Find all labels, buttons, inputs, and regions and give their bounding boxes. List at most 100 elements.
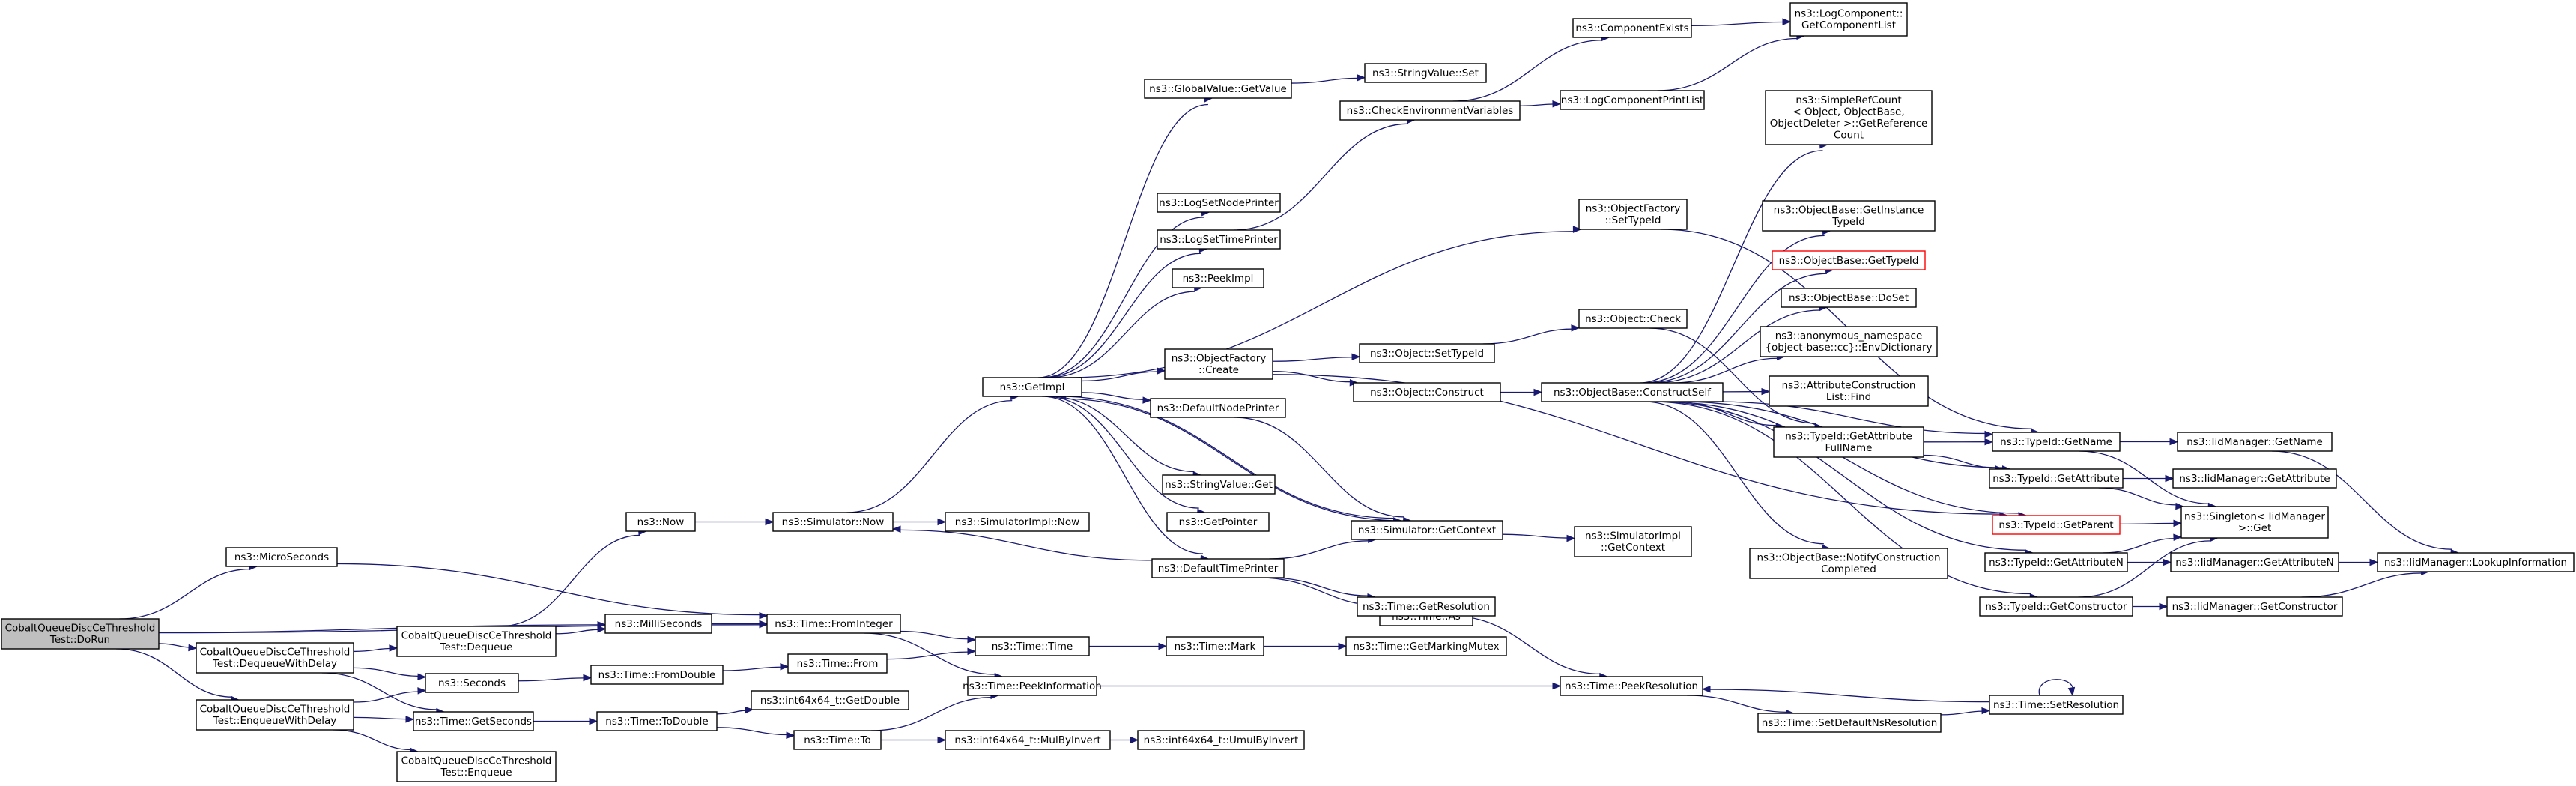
node-box xyxy=(1772,250,1926,270)
node-milliSeconds[interactable]: ns3::MilliSeconds xyxy=(604,614,712,634)
node-checkEnvVars[interactable]: ns3::CheckEnvironmentVariables xyxy=(1339,100,1521,121)
node-setResolution[interactable]: ns3::Time::SetResolution xyxy=(1989,695,2124,715)
node-objectFactoryCreate[interactable]: ns3::ObjectFactory::Create xyxy=(1164,348,1273,380)
edge-setResolution-to-setResolution xyxy=(2038,679,2076,697)
node-label: ::GetContext xyxy=(1601,542,1665,554)
node-setDefaultNsResolution[interactable]: ns3::Time::SetDefaultNsResolution xyxy=(1757,713,1942,733)
node-enqueueWithDelay[interactable]: CobaltQueueDiscCeThresholdTest::EnqueueW… xyxy=(196,699,354,731)
node-logComponentGetList[interactable]: ns3::LogComponent::GetComponentList xyxy=(1789,2,1908,37)
node-defaultNodePrinter[interactable]: ns3::DefaultNodePrinter xyxy=(1150,398,1286,418)
node-simNow[interactable]: ns3::Simulator::Now xyxy=(772,512,894,532)
edge-arrowhead xyxy=(2369,558,2379,566)
edge-arrowhead xyxy=(188,644,198,652)
node-getMarkingMutex[interactable]: ns3::Time::GetMarkingMutex xyxy=(1345,636,1507,656)
node-peekInformation[interactable]: ns3::Time::PeekInformation xyxy=(963,676,1102,696)
edge-line xyxy=(1643,401,1824,545)
node-mark[interactable]: ns3::Time::Mark xyxy=(1166,636,1264,656)
node-fromInteger[interactable]: ns3::Time::FromInteger xyxy=(766,614,901,634)
node-getResolution[interactable]: ns3::Time::GetResolution xyxy=(1357,596,1496,617)
node-getImpl[interactable]: ns3::GetImpl xyxy=(982,377,1082,397)
node-getPointer[interactable]: ns3::GetPointer xyxy=(1166,512,1270,532)
node-box xyxy=(1757,713,1942,733)
node-box xyxy=(225,547,338,567)
node-from[interactable]: ns3::Time::From xyxy=(787,653,888,674)
node-simpleRefCountGetRef[interactable]: ns3::SimpleRefCount< Object, ObjectBase,… xyxy=(1765,90,1933,145)
node-label: Test::DequeueWithDelay xyxy=(212,658,337,670)
node-notifyConstructionCompleted[interactable]: ns3::ObjectBase::NotifyConstructionCompl… xyxy=(1749,548,1948,579)
node-componentExists[interactable]: ns3::ComponentExists xyxy=(1572,18,1692,38)
edge-arrowhead xyxy=(583,674,593,682)
node-peekResolution[interactable]: ns3::Time::PeekResolution xyxy=(1560,676,1703,696)
node-label: ns3::Time::FromInteger xyxy=(775,618,893,630)
node-typeIdGetAttribute[interactable]: ns3::TypeId::GetAttribute xyxy=(1989,468,2124,489)
node-iidGetConstructor[interactable]: ns3::IidManager::GetConstructor xyxy=(2166,596,2343,617)
node-label: ns3::int64x64_t::UmulByInvert xyxy=(1144,734,1299,746)
node-logComponentPrintList[interactable]: ns3::LogComponentPrintList xyxy=(1560,90,1705,110)
node-now[interactable]: ns3::Now xyxy=(625,512,696,532)
node-label: ns3::GetPointer xyxy=(1179,516,1258,528)
node-box xyxy=(1989,695,2124,715)
node-box xyxy=(982,377,1082,397)
edge-now-to-simNow xyxy=(694,518,775,526)
node-iidGetAttribute[interactable]: ns3::IidManager::GetAttribute xyxy=(2172,468,2337,489)
node-label: ObjectDeleter >::GetReference xyxy=(1770,118,1928,130)
edge-line xyxy=(1272,371,1351,383)
edge-line xyxy=(2119,522,2175,525)
node-simImplNow[interactable]: ns3::SimulatorImpl::Now xyxy=(945,512,1090,532)
node-label: Test::DoRun xyxy=(49,634,110,646)
edge-arrowhead xyxy=(967,635,977,644)
node-envDictionary[interactable]: ns3::anonymous_namespace{object-base::cc… xyxy=(1760,326,1938,357)
node-typeIdGetName[interactable]: ns3::TypeId::GetName xyxy=(1992,432,2121,452)
node-simImplGetContext[interactable]: ns3::SimulatorImpl::GetContext xyxy=(1574,526,1692,557)
node-label: ns3::Singleton< IidManager xyxy=(2184,511,2325,523)
node-label: {object-base::cc}::EnvDictionary xyxy=(1765,342,1932,354)
node-objectSetTypeId[interactable]: ns3::Object::SetTypeId xyxy=(1359,343,1495,363)
edge-line xyxy=(353,716,407,720)
node-typeIdGetParent[interactable]: ns3::TypeId::GetParent xyxy=(1992,515,2121,535)
node-typeIdGetAttributeN[interactable]: ns3::TypeId::GetAttributeN xyxy=(1984,552,2128,572)
node-stringValueGet[interactable]: ns3::StringValue::Get xyxy=(1162,474,1276,495)
node-globalValueGetValue[interactable]: ns3::GlobalValue::GetValue xyxy=(1144,79,1292,99)
edge-arrowhead xyxy=(967,647,977,656)
node-singletonGet[interactable]: ns3::Singleton< IidManager >::Get xyxy=(2180,506,2329,539)
node-simGetContext[interactable]: ns3::Simulator::GetContext xyxy=(1351,520,1503,540)
node-time[interactable]: ns3::Time::Time xyxy=(975,636,1090,656)
node-objectCheck[interactable]: ns3::Object::Check xyxy=(1578,309,1688,329)
node-getDouble[interactable]: ns3::int64x64_t::GetDouble xyxy=(751,690,909,710)
node-doSet[interactable]: ns3::ObjectBase::DoSet xyxy=(1781,288,1917,308)
node-defaultTimePrinter[interactable]: ns3::DefaultTimePrinter xyxy=(1151,558,1285,578)
edge-line xyxy=(1653,309,1821,384)
node-label: ns3::GetImpl xyxy=(1000,381,1065,393)
node-iidGetName[interactable]: ns3::IidManager::GetName xyxy=(2177,432,2333,452)
node-logSetTimePrinter[interactable]: ns3::LogSetTimePrinter xyxy=(1157,229,1281,250)
node-fromDouble[interactable]: ns3::Time::FromDouble xyxy=(590,665,724,685)
node-getSeconds[interactable]: ns3::Time::GetSeconds xyxy=(413,711,534,731)
node-iidLookupInformation[interactable]: ns3::IidManager::LookupInformation xyxy=(2377,552,2575,572)
node-to[interactable]: ns3::Time::To xyxy=(793,730,882,750)
node-toDouble[interactable]: ns3::Time::ToDouble xyxy=(596,711,718,731)
node-microSeconds[interactable]: ns3::MicroSeconds xyxy=(225,547,338,567)
node-box xyxy=(1166,636,1264,656)
node-objectBaseGetTypeId[interactable]: ns3::ObjectBase::GetTypeId xyxy=(1772,250,1926,270)
node-iidGetAttributeN[interactable]: ns3::IidManager::GetAttributeN xyxy=(2170,552,2339,572)
node-peekImpl[interactable]: ns3::PeekImpl xyxy=(1172,268,1264,288)
node-dequeueWithDelay[interactable]: CobaltQueueDiscCeThresholdTest::DequeueW… xyxy=(196,642,354,674)
edge-iidGetAttributeN-to-iidLookupInformation xyxy=(2339,558,2379,566)
node-objectFactorySetTypeId[interactable]: ns3::ObjectFactory::SetTypeId xyxy=(1578,199,1688,230)
edge-arrowhead xyxy=(1130,736,1139,744)
node-objectBaseConstructSelf[interactable]: ns3::ObjectBase::ConstructSelf xyxy=(1541,382,1724,402)
node-seconds[interactable]: ns3::Seconds xyxy=(425,673,519,693)
node-objectConstruct[interactable]: ns3::Object::Construct xyxy=(1353,382,1501,402)
node-label: ns3::int64x64_t::MulByInvert xyxy=(954,734,1100,746)
node-logSetNodePrinter[interactable]: ns3::LogSetNodePrinter xyxy=(1157,193,1281,213)
node-umulByInvert[interactable]: ns3::int64x64_t::UmulByInvert xyxy=(1137,730,1305,750)
node-stringValueSet[interactable]: ns3::StringValue::Set xyxy=(1364,63,1487,83)
node-mulByInvert[interactable]: ns3::int64x64_t::MulByInvert xyxy=(945,730,1111,750)
node-typeIdGetConstructor[interactable]: ns3::TypeId::GetConstructor xyxy=(1979,596,2133,617)
